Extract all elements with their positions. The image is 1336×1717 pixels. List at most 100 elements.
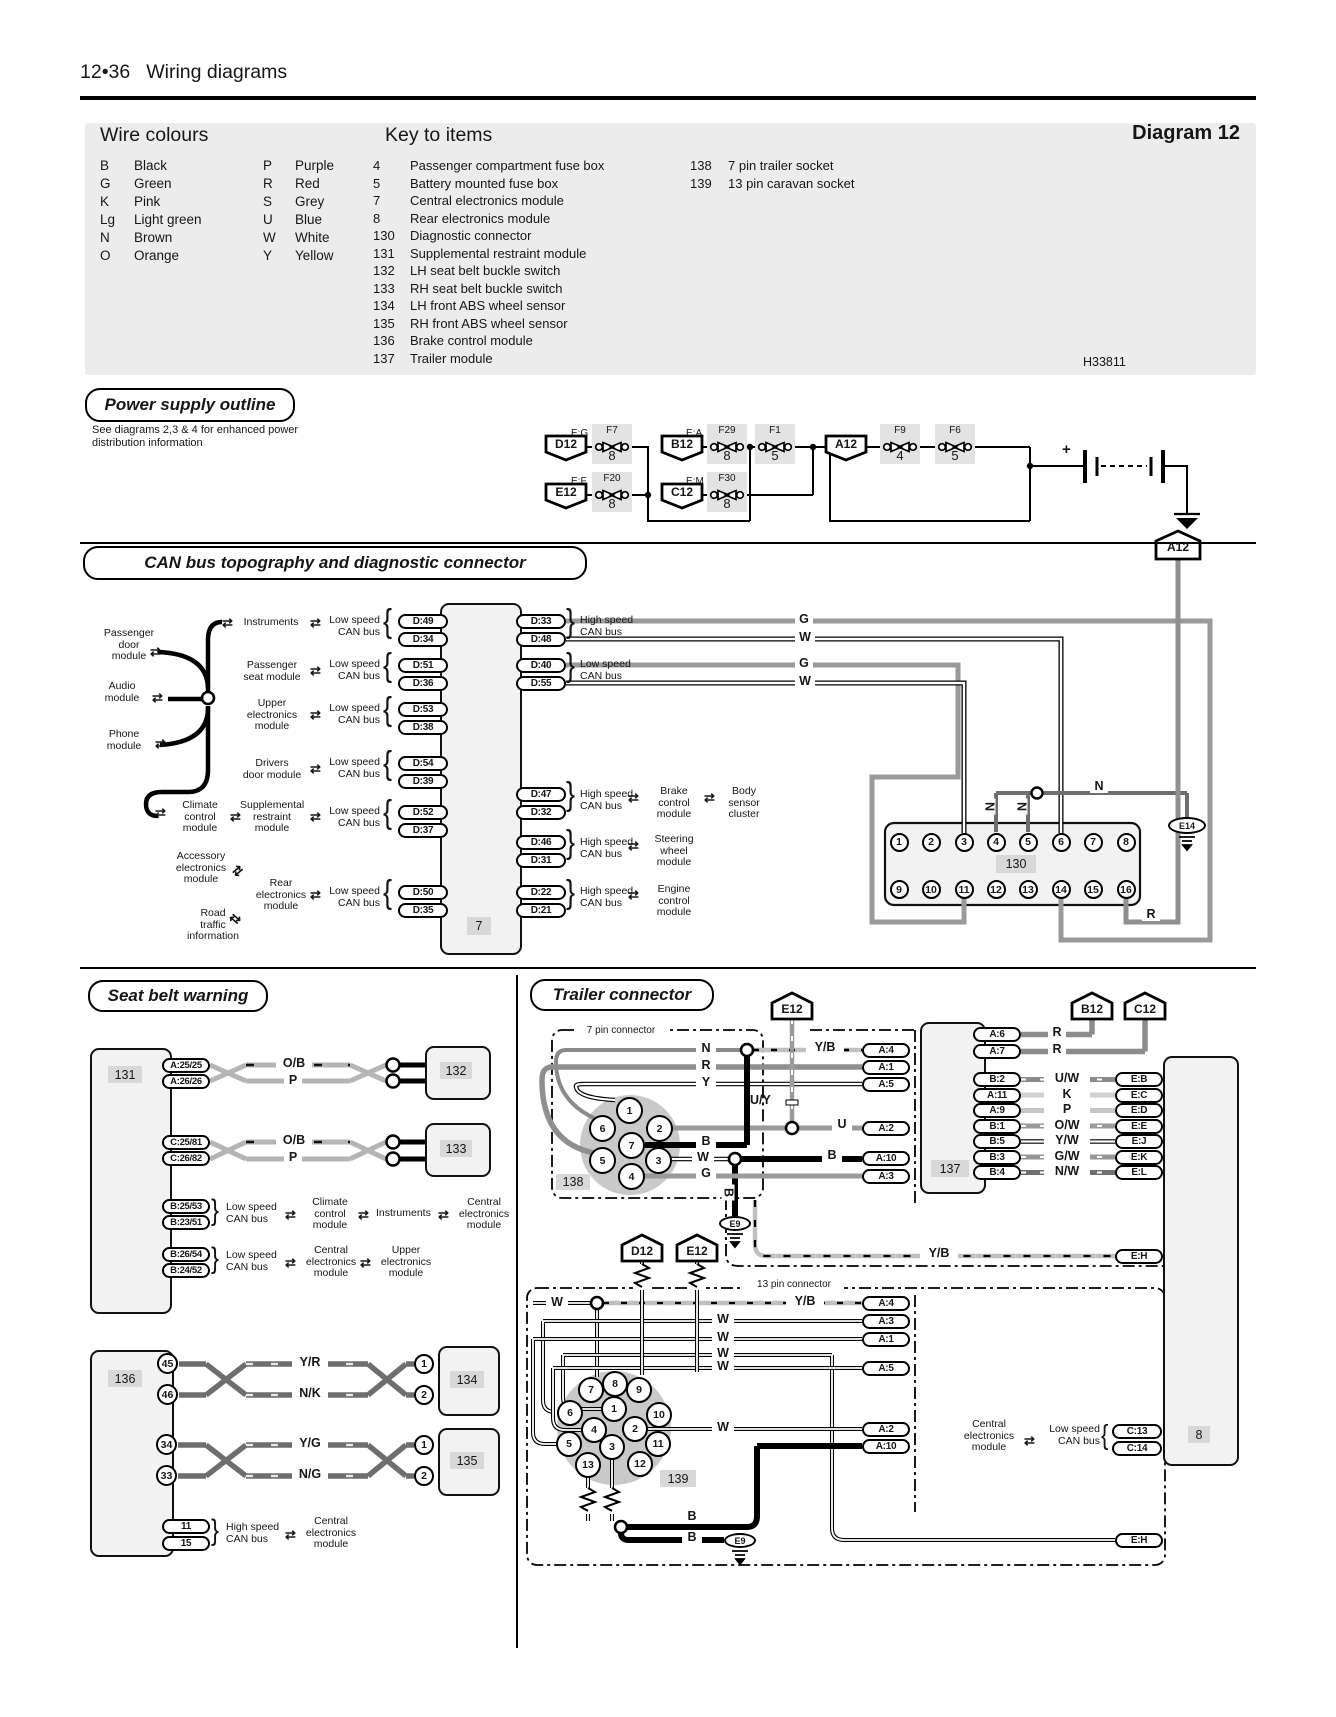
section-rule-1 <box>80 542 1256 544</box>
battery-icon <box>1083 450 1165 483</box>
module-137-badge: 137 <box>931 1160 969 1177</box>
bcm-pin: 11 <box>162 1519 210 1534</box>
srs-pin: B:26/54 <box>162 1247 210 1262</box>
srs-pin: A:26/26 <box>162 1074 210 1089</box>
bus-label: Low speed CAN bus <box>329 702 380 726</box>
colour-name: Yellow <box>295 248 334 263</box>
colour-code: O <box>100 248 111 263</box>
power-pin-label: E:G <box>571 428 589 439</box>
power-junctions <box>644 443 1034 499</box>
module-label: Passenger door module <box>103 627 155 662</box>
conn130-pin: 15 <box>1083 880 1103 899</box>
srs-pin: B:24/52 <box>162 1263 210 1278</box>
can-pin: D:34 <box>398 631 448 647</box>
colour-code: G <box>100 176 111 191</box>
module-135-badge: 135 <box>450 1452 484 1469</box>
bus-label: Low speed CAN bus <box>226 1249 277 1273</box>
key-panel <box>85 123 1256 375</box>
srs-module-box <box>90 1048 172 1314</box>
brace: } <box>211 1193 220 1228</box>
colour-code: Lg <box>100 212 116 227</box>
page-number: 12•36 <box>80 60 131 83</box>
can-pin: D:46 <box>516 835 566 850</box>
brace: } <box>566 646 576 684</box>
conn130-pin: 9 <box>889 880 909 899</box>
key-item-label: Passenger compartment fuse box <box>410 158 605 173</box>
can-pin: D:36 <box>398 675 448 691</box>
can-pin: D:22 <box>516 884 566 900</box>
wire-colour-label: W <box>712 1331 734 1344</box>
rear-module-pin: E:J <box>1115 1134 1163 1149</box>
key-item-label: 7 pin trailer socket <box>728 158 834 173</box>
brace: { <box>383 602 393 640</box>
brace: { <box>383 690 393 728</box>
wire-colour-label: B <box>822 1149 842 1162</box>
bcm-pin: 46 <box>157 1384 178 1405</box>
link-arrows-icon: ⇄ <box>310 809 321 824</box>
key-item-label: RH seat belt buckle switch <box>410 280 563 296</box>
module-label: Central electronics module <box>305 1244 357 1279</box>
can-pin: D:55 <box>516 675 566 691</box>
module-label: Road traffic information <box>187 907 239 942</box>
abs-sensor-pin: 1 <box>414 1435 434 1455</box>
conn139-pin: 10 <box>646 1402 672 1428</box>
module-label: Accessory electronics module <box>175 850 227 885</box>
trailer-pin: B:4 <box>973 1165 1021 1180</box>
link-arrows-icon: ⇄ <box>310 707 321 722</box>
colour-code: N <box>100 230 110 245</box>
module-label: Brake control module <box>656 785 692 820</box>
connector-label-c12-trailer: C12 <box>1133 1002 1156 1016</box>
fuse-name: F20 <box>603 473 621 484</box>
can-pin: D:47 <box>516 787 566 802</box>
wire-colour-label: U <box>832 1118 852 1131</box>
conn130-pin: 6 <box>1051 832 1071 852</box>
conn139-pin: 11 <box>645 1431 671 1457</box>
trailer-pin: B:3 <box>973 1149 1021 1165</box>
wire-colour-label: R <box>1142 908 1160 921</box>
link-arrows-icon: ⇄ <box>1024 1433 1035 1448</box>
ground-e9-label: E9 <box>719 1216 751 1231</box>
conn138-pin: 7 <box>618 1132 645 1159</box>
colour-code: Y <box>263 248 273 263</box>
trailer-pin: A:3 <box>862 1169 910 1184</box>
link-arrows-icon: ⇄ <box>222 615 233 630</box>
key-item-num: 135 <box>373 315 395 331</box>
abs-sensor-pin: 1 <box>414 1354 434 1374</box>
link-arrows-icon: ⇄ <box>358 1207 369 1222</box>
colour-name: Red <box>295 176 320 191</box>
wire-colour-label: Y/B <box>920 1247 958 1260</box>
ground-icon-e14 <box>1179 836 1195 852</box>
power-note: See diagrams 2,3 & 4 for enhanced power … <box>92 424 299 449</box>
wire-colour-label: Y/G <box>292 1437 328 1450</box>
can-pin: D:54 <box>398 756 448 771</box>
wire-colour-label: N <box>1014 798 1029 815</box>
can-pin: D:35 <box>398 902 448 918</box>
module-133-badge: 133 <box>440 1140 472 1157</box>
conn130-pin: 14 <box>1051 880 1071 899</box>
link-arrows-icon: ⇄ <box>310 761 321 776</box>
conn130-pin: 2 <box>921 832 941 852</box>
wire-colour-label: W <box>546 1296 568 1309</box>
module-label: Supplemental restraint module <box>240 799 305 834</box>
wire-colour-label: G/W <box>1044 1149 1090 1163</box>
colour-name: Blue <box>295 212 323 227</box>
wire-colour-label: N <box>982 798 997 815</box>
conn138-pin: 5 <box>589 1147 616 1174</box>
module-label: Drivers door module <box>242 757 302 781</box>
colour-name: Brown <box>134 230 173 245</box>
rear-module-pin: C:13 <box>1112 1424 1162 1439</box>
conn130-pin: 10 <box>921 880 941 899</box>
conn139-pin: 7 <box>578 1377 604 1403</box>
wire-colour-label: O/W <box>1044 1118 1090 1132</box>
rear-module-pin: E:L <box>1115 1165 1163 1180</box>
brace: } <box>566 873 576 911</box>
wire-colour-label: R <box>1048 1026 1066 1039</box>
trailer-pin: A:9 <box>973 1103 1021 1118</box>
wire-colour-label: W <box>712 1313 734 1326</box>
module-label: Central electronics module <box>305 1515 357 1550</box>
abs-sensor-pin: 2 <box>414 1466 434 1486</box>
wire-colour-label: P <box>284 1074 302 1087</box>
link-arrows-icon: ⇄ <box>628 838 639 853</box>
conn138-pin: 3 <box>645 1147 672 1174</box>
key-item-num: 137 <box>373 350 395 366</box>
